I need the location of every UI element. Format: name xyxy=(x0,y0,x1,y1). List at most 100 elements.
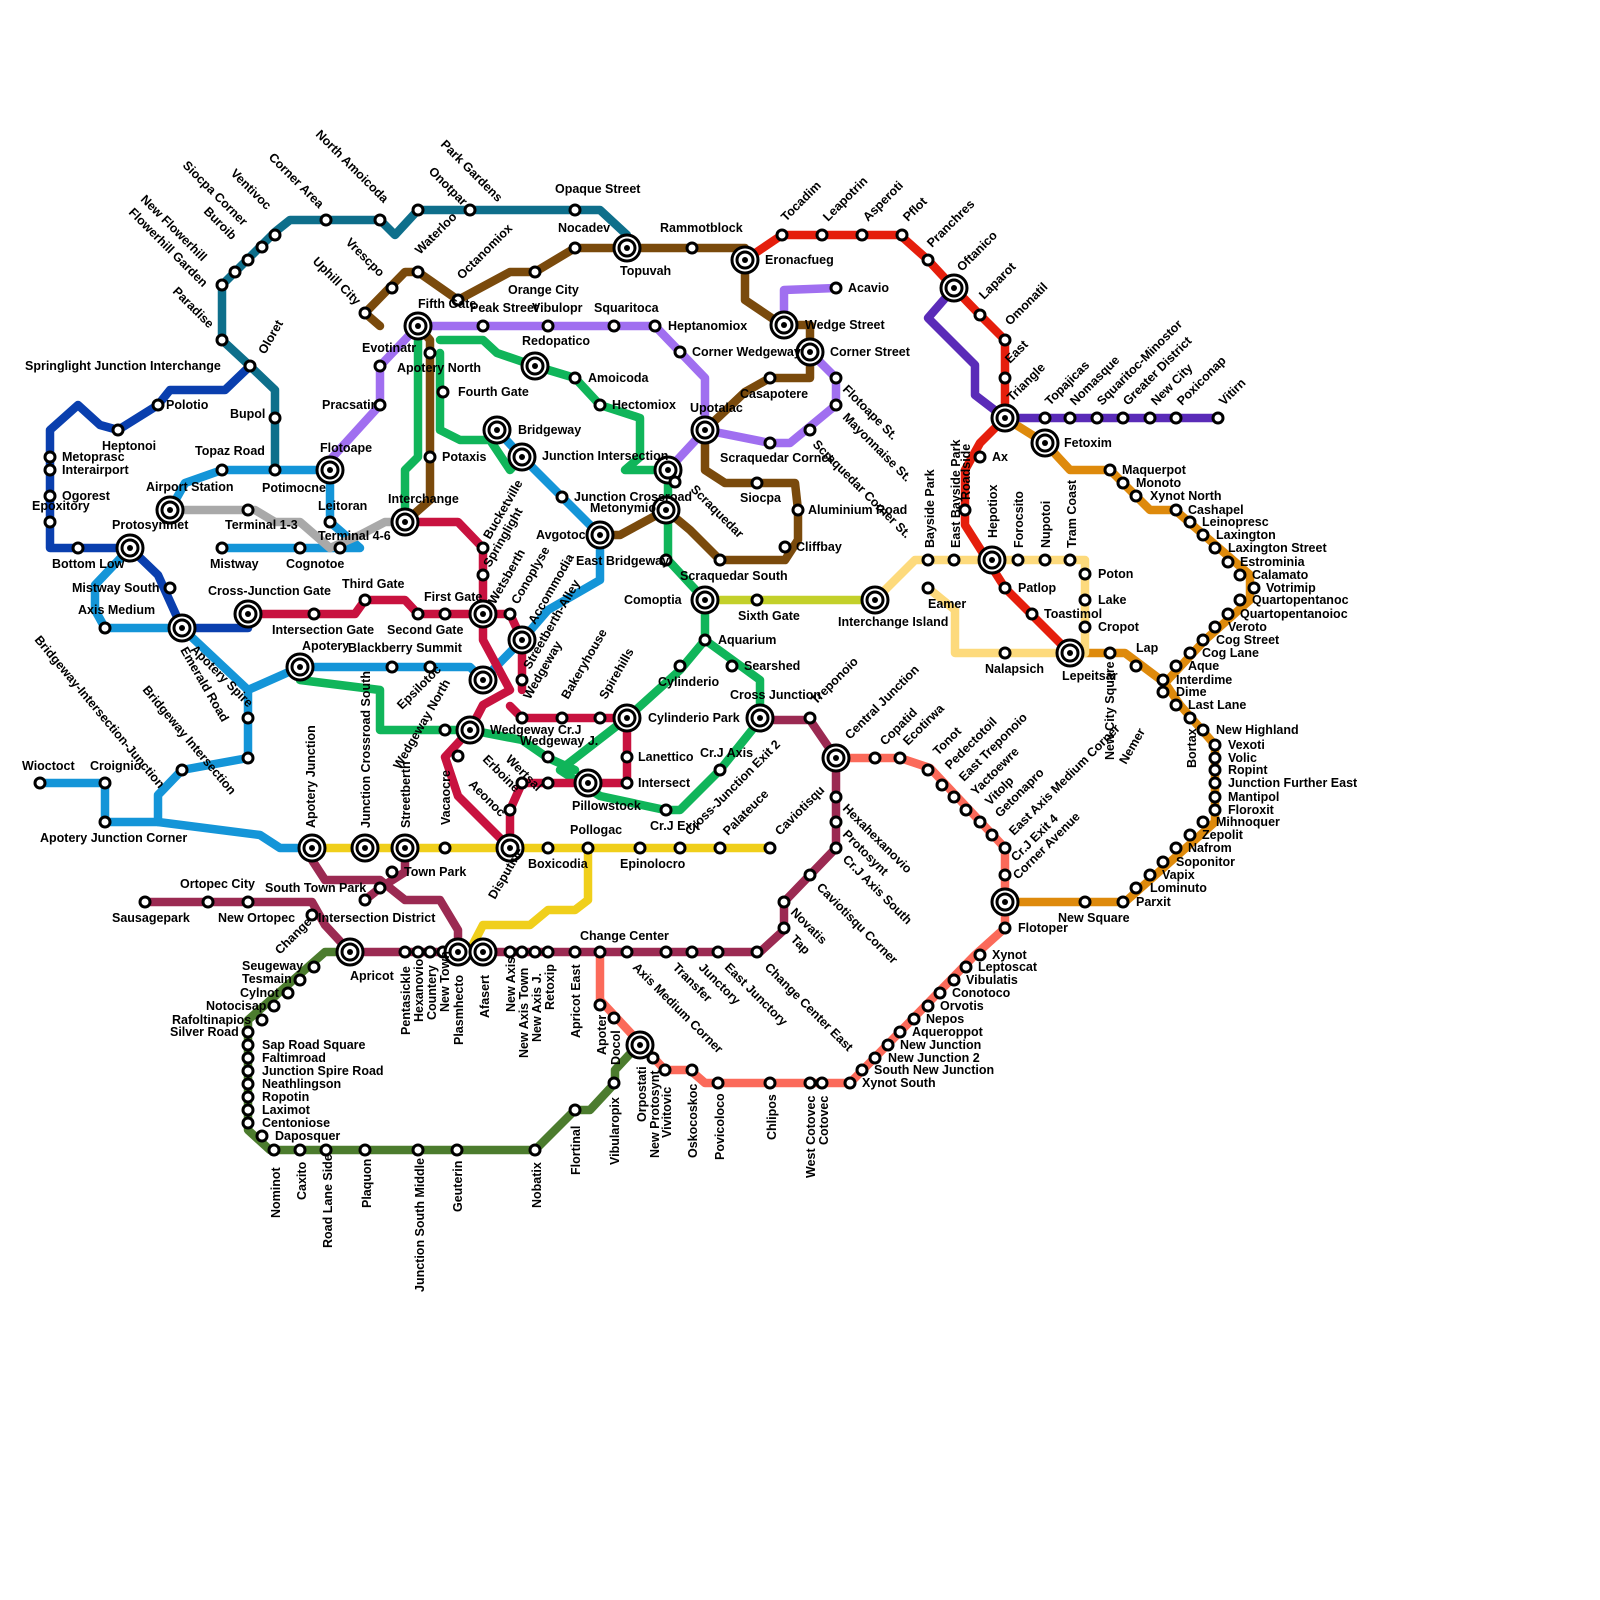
station-label: Triangle xyxy=(1004,360,1048,404)
interchange-station-marker-dot xyxy=(347,949,353,955)
station-label: Cylinderio Park xyxy=(648,711,740,725)
station-marker xyxy=(557,713,567,723)
station-marker xyxy=(270,465,280,475)
station-label: Vexoti xyxy=(1228,738,1265,752)
station-label: Waterloo xyxy=(412,209,460,257)
station-marker xyxy=(243,713,253,723)
station-marker xyxy=(387,283,397,293)
station-marker xyxy=(243,1092,253,1102)
interchange-station-marker-dot xyxy=(742,257,748,263)
station-label: Laxington Street xyxy=(1228,541,1327,555)
interchange-station-marker-dot xyxy=(597,532,603,538)
station-marker xyxy=(73,543,83,553)
station-label: Evotinatr xyxy=(362,341,416,355)
station-marker xyxy=(243,1105,253,1115)
station-label: Apricot East xyxy=(569,964,583,1038)
station-marker xyxy=(675,661,685,671)
station-label: Aluminium Road xyxy=(808,503,907,517)
station-label: Quartopentanoioc xyxy=(1240,607,1348,621)
station-label: Zepolit xyxy=(1202,828,1244,842)
station-label: Fifth Gate xyxy=(418,297,476,311)
station-marker xyxy=(530,267,540,277)
station-marker xyxy=(1210,622,1220,632)
station-marker xyxy=(400,947,410,957)
station-marker xyxy=(1080,595,1090,605)
interchange-station-marker-dot xyxy=(179,625,185,631)
station-marker xyxy=(1000,583,1010,593)
station-label: Vrescpo xyxy=(343,235,388,280)
station-label: Daposquer xyxy=(275,1129,340,1143)
station-label: Tocadim xyxy=(778,179,824,225)
station-label: Pflot xyxy=(900,194,930,224)
station-label: Cylinderio xyxy=(658,675,719,689)
station-marker xyxy=(321,215,331,225)
station-label: Polotio xyxy=(166,398,209,412)
station-marker xyxy=(805,425,815,435)
station-marker xyxy=(425,947,435,957)
station-marker xyxy=(817,1078,827,1088)
station-label: Mistway South xyxy=(72,581,160,595)
station-marker xyxy=(360,1145,370,1155)
station-label: Vitirn xyxy=(1216,376,1248,408)
station-label: Sausagepark xyxy=(112,911,190,925)
station-label: Dime xyxy=(1176,685,1207,699)
station-marker xyxy=(177,765,187,775)
station-label: New Axis J. xyxy=(530,973,544,1042)
station-label: Plasmhecto xyxy=(452,974,466,1045)
interchange-station-marker-dot xyxy=(480,949,486,955)
station-marker xyxy=(570,205,580,215)
station-marker xyxy=(413,947,423,957)
station-marker xyxy=(870,1053,880,1063)
station-marker xyxy=(845,1078,855,1088)
station-marker xyxy=(975,310,985,320)
station-label: Poton xyxy=(1098,567,1133,581)
station-marker xyxy=(387,867,397,877)
station-marker xyxy=(100,778,110,788)
station-marker xyxy=(245,361,255,371)
station-label: Eamer xyxy=(928,597,966,611)
station-label: Hectomiox xyxy=(612,398,676,412)
station-label: Nobatix xyxy=(530,1162,544,1208)
station-marker xyxy=(243,1079,253,1089)
station-marker xyxy=(45,452,55,462)
station-label: Monoto xyxy=(1136,476,1181,490)
station-label: Leitoran xyxy=(318,499,367,513)
station-marker xyxy=(325,517,335,527)
station-marker xyxy=(661,805,671,815)
station-label: New Junction 2 xyxy=(888,1051,980,1065)
station-label: Maquerpot xyxy=(1122,463,1187,477)
station-marker xyxy=(765,373,775,383)
station-label: Faltimroad xyxy=(262,1051,326,1065)
station-label: Cropot xyxy=(1098,620,1140,634)
station-label: Vivitovic xyxy=(660,1087,674,1138)
station-marker xyxy=(1171,661,1181,671)
station-label: New Town xyxy=(438,951,452,1012)
interchange-station-marker-dot xyxy=(494,427,500,433)
station-marker xyxy=(1171,413,1181,423)
station-marker xyxy=(570,1105,580,1115)
station-label: Redopatico xyxy=(522,334,590,348)
station-marker xyxy=(752,595,762,605)
station-label: Vibulatis xyxy=(966,973,1018,987)
station-marker xyxy=(1158,857,1168,867)
station-marker xyxy=(1158,675,1168,685)
station-marker xyxy=(375,361,385,371)
station-label: Interairport xyxy=(62,463,130,477)
station-marker xyxy=(478,321,488,331)
station-marker xyxy=(387,662,397,672)
station-marker xyxy=(635,843,645,853)
station-label: Quartopentanoc xyxy=(1252,593,1349,607)
interchange-station-marker-dot xyxy=(297,664,303,670)
interchange-station-marker-dot xyxy=(637,1042,643,1048)
station-marker xyxy=(543,947,553,957)
station-label: Notocisap xyxy=(206,999,267,1013)
station-label: Junction South Middle xyxy=(413,1158,427,1292)
station-marker xyxy=(505,947,515,957)
station-label: Springlight Junction Interchange xyxy=(25,359,221,373)
station-label: Potimocne xyxy=(262,481,326,495)
station-marker xyxy=(425,348,435,358)
station-label: Intersect xyxy=(638,776,691,790)
station-marker xyxy=(1040,413,1050,423)
station-marker xyxy=(1185,830,1195,840)
station-label: Intersection District xyxy=(318,911,436,925)
